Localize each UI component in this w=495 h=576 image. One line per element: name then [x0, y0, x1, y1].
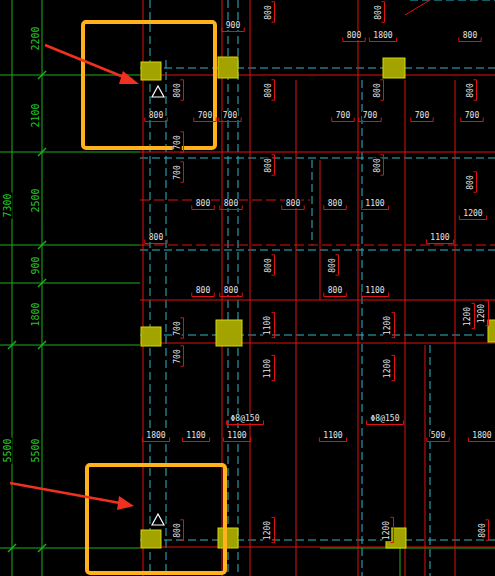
beam-annotation: 800 [223, 199, 239, 208]
beam-annotation: 800 [172, 522, 181, 538]
beam-annotation: 900 [225, 21, 241, 30]
beam-annotation: 1200 [463, 305, 472, 326]
beam-annotation: 800 [148, 111, 164, 120]
beam-annotation: 800 [372, 157, 381, 173]
beam-annotation: 1100 [364, 199, 385, 208]
beam-annotation: 1100 [185, 431, 206, 440]
beam-annotation: 1800 [372, 31, 393, 40]
beam-annotation: 800 [327, 286, 343, 295]
beam-annotation: 1200 [263, 519, 272, 540]
beam-annotation: 700 [172, 164, 181, 180]
beam-annotation: 1100 [322, 431, 343, 440]
dimension-text: 5500 [2, 437, 13, 463]
beam-annotation: 1100 [429, 233, 450, 242]
dimension-text: 900 [30, 255, 41, 275]
beam-annotation: 800 [327, 257, 336, 273]
beam-annotation: 1200 [383, 314, 392, 335]
beam-annotation: 700 [335, 111, 351, 120]
beam-annotation: 700 [222, 111, 238, 120]
beam-annotation: 800 [195, 199, 211, 208]
beam-annotation: 1800 [471, 431, 492, 440]
beam-annotation: 1200 [383, 357, 392, 378]
beam-annotation: 800 [465, 82, 474, 98]
beam-annotation: 700 [172, 320, 181, 336]
dimension-text: 2500 [30, 187, 41, 213]
beam-annotation: 800 [263, 257, 272, 273]
beam-annotation: 800 [477, 522, 486, 538]
beam-annotation: 800 [223, 286, 239, 295]
dimension-text: 5500 [30, 437, 41, 463]
beam-annotation: 700 [464, 111, 480, 120]
beam-annotation: 800 [285, 199, 301, 208]
beam-annotation: 1100 [263, 357, 272, 378]
beam-annotation: 1200 [477, 302, 486, 323]
beam-annotation: 500 [430, 431, 446, 440]
dimension-text: 1800 [30, 301, 41, 327]
beam-annotation: 800 [195, 286, 211, 295]
beam-annotation: 1200 [382, 519, 391, 540]
beam-annotation: 800 [172, 82, 181, 98]
beam-annotation: 800 [263, 157, 272, 173]
dimension-text: 2100 [30, 102, 41, 128]
beam-annotation: 1200 [462, 209, 483, 218]
beam-annotation: 800 [148, 233, 164, 242]
beam-annotation: 1100 [263, 314, 272, 335]
beam-annotation: 800 [372, 82, 381, 98]
beam-annotation: Φ8@150 [230, 414, 261, 423]
beam-annotation: 1800 [145, 431, 166, 440]
beam-annotation: 700 [172, 134, 181, 150]
beam-annotation: 700 [172, 348, 181, 364]
beam-annotation: 800 [327, 199, 343, 208]
beam-annotation: 800 [263, 4, 272, 20]
beam-annotation: 800 [346, 31, 362, 40]
beam-annotation: 700 [362, 111, 378, 120]
beam-annotation: 800 [465, 174, 474, 190]
beam-annotation: Φ8@150 [370, 414, 401, 423]
dimension-text: 7300 [2, 192, 13, 218]
beam-annotation: 700 [197, 111, 213, 120]
beam-annotation: 800 [263, 82, 272, 98]
beam-annotation: 700 [414, 111, 430, 120]
beam-annotation: 1100 [364, 286, 385, 295]
beam-annotation: 1100 [226, 431, 247, 440]
dimension-text: 2200 [30, 25, 41, 51]
beam-annotation: 800 [462, 31, 478, 40]
beam-annotation: 800 [373, 4, 382, 20]
